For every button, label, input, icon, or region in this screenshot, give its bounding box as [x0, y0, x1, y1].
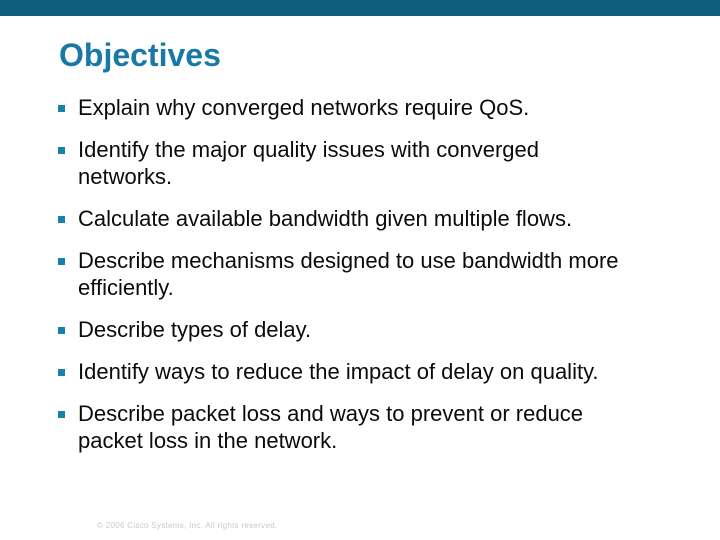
bullet-text: Explain why converged networks require Q…: [78, 95, 530, 120]
bullet-item: Describe types of delay.: [57, 316, 690, 343]
bullet-item: Identify the major quality issues with c…: [57, 136, 690, 190]
square-bullet-icon: [58, 411, 65, 418]
slide-title: Objectives: [59, 37, 221, 73]
bullet-item: Explain why converged networks require Q…: [57, 94, 690, 121]
bullet-item: Describe packet loss and ways to prevent…: [57, 400, 690, 454]
square-bullet-icon: [58, 369, 65, 376]
bullet-text: Calculate available bandwidth given mult…: [78, 206, 573, 231]
bullet-text: Describe types of delay.: [78, 317, 312, 342]
square-bullet-icon: [58, 258, 65, 265]
bullet-item: Identify ways to reduce the impact of de…: [57, 358, 690, 385]
bullet-text: Identify the major quality issues with c…: [78, 137, 540, 189]
bullet-list: Explain why converged networks require Q…: [57, 94, 690, 469]
bullet-text: Describe mechanisms designed to use band…: [78, 248, 619, 300]
top-accent-bar: [0, 0, 720, 16]
bullet-item: Describe mechanisms designed to use band…: [57, 247, 690, 301]
bullet-text: Describe packet loss and ways to prevent…: [78, 401, 584, 453]
square-bullet-icon: [58, 327, 65, 334]
bullet-text: Identify ways to reduce the impact of de…: [78, 359, 599, 384]
square-bullet-icon: [58, 105, 65, 112]
bullet-item: Calculate available bandwidth given mult…: [57, 205, 690, 232]
square-bullet-icon: [58, 216, 65, 223]
copyright-footer: © 2006 Cisco Systems, Inc. All rights re…: [97, 521, 278, 530]
square-bullet-icon: [58, 147, 65, 154]
